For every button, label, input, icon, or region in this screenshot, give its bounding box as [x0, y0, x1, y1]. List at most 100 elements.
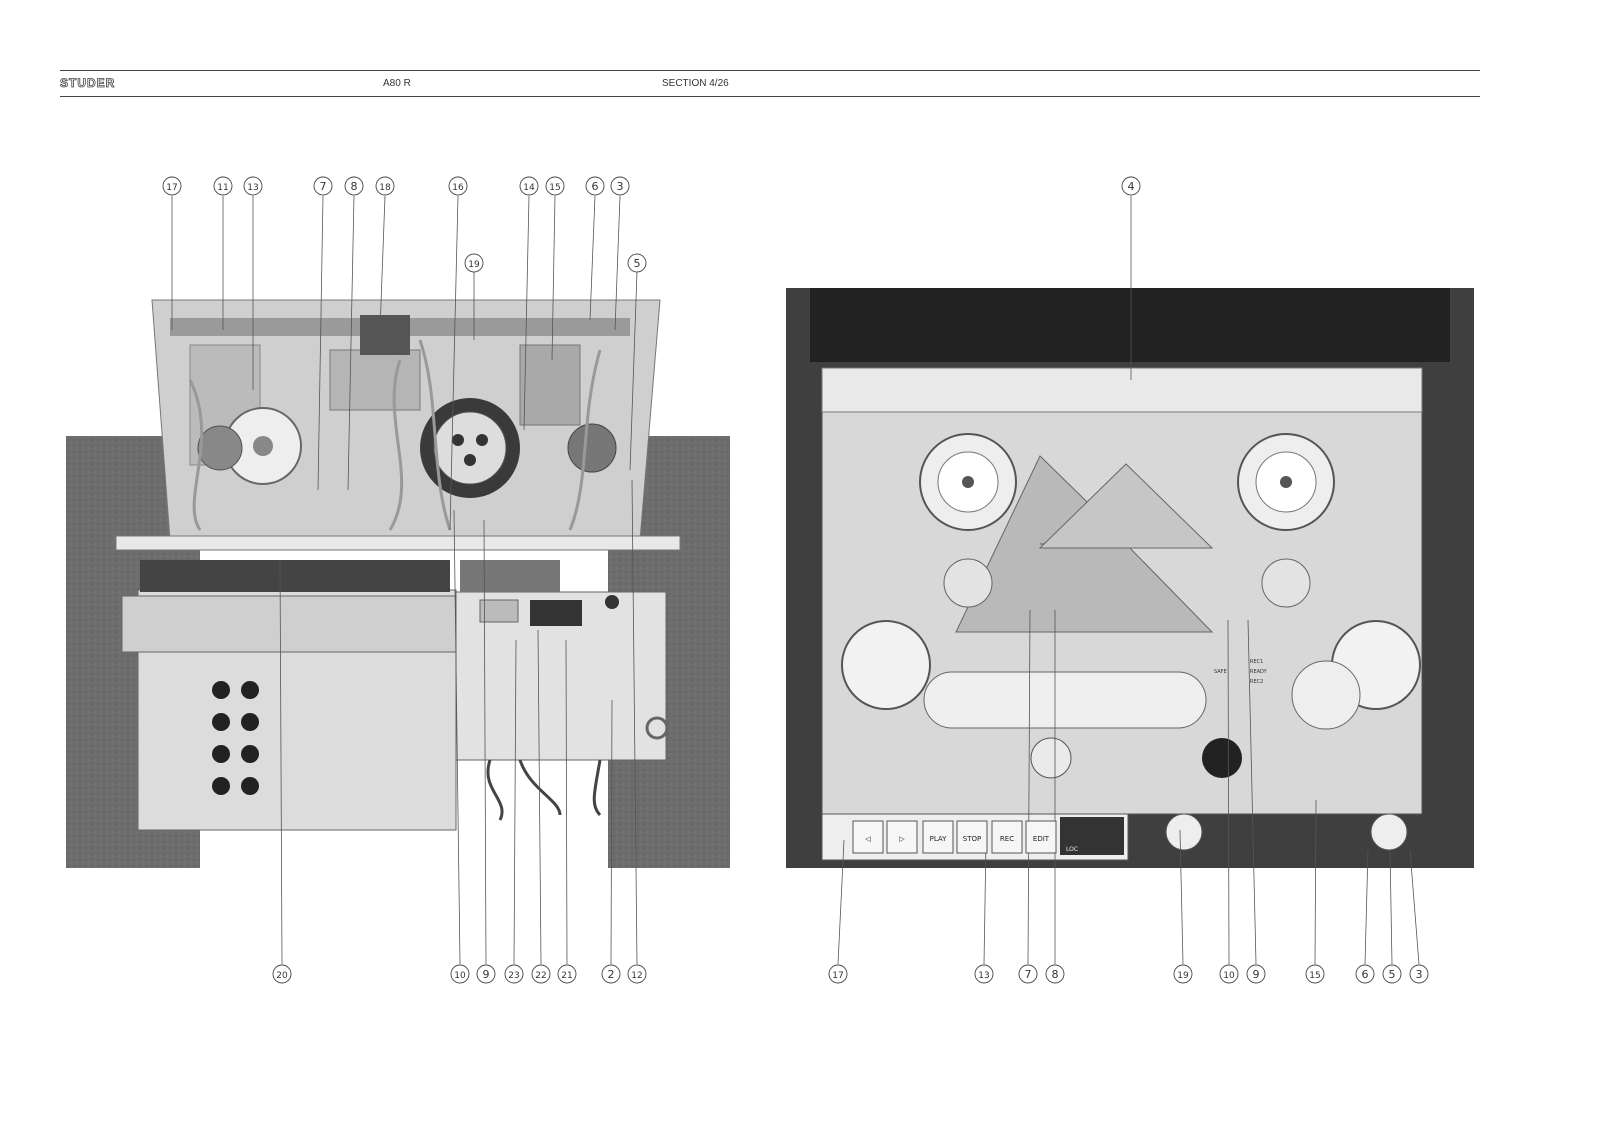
- svg-text:19: 19: [1177, 971, 1189, 981]
- left-top-callout-8: 8: [344, 176, 364, 196]
- svg-text:23: 23: [508, 971, 519, 981]
- svg-text:LOC: LOC: [1066, 846, 1078, 853]
- right-bottom-callout-13: 13: [974, 964, 994, 984]
- left-mid-callout-19: 19: [464, 253, 484, 273]
- svg-text:21: 21: [561, 971, 572, 981]
- right-bottom-callout-6: 6: [1355, 964, 1375, 984]
- cable-bundle: [486, 759, 602, 821]
- left-top-callout-13: 13: [243, 176, 263, 196]
- svg-text:STOP: STOP: [963, 835, 981, 843]
- right-bottom-callout-15: 15: [1305, 964, 1325, 984]
- right-bottom-callout-5: 5: [1382, 964, 1402, 984]
- svg-text:19: 19: [468, 260, 480, 270]
- left-leader-lines: [171, 195, 638, 965]
- svg-text:17: 17: [166, 183, 177, 193]
- indicator-label-rec1: REC1: [1250, 659, 1263, 665]
- svg-text:20: 20: [276, 971, 288, 981]
- right-bottom-callout-3: 3: [1409, 964, 1429, 984]
- left-reel-table: [919, 433, 1017, 531]
- svg-text:16: 16: [452, 183, 464, 193]
- svg-text:3: 3: [1416, 968, 1423, 981]
- left-bottom-callout-10: 10: [450, 964, 470, 984]
- svg-text:5: 5: [634, 257, 641, 270]
- right-reel-table: [1237, 433, 1335, 531]
- varispeed-knob: [1165, 813, 1408, 851]
- svg-text:12: 12: [631, 971, 642, 981]
- svg-text:5: 5: [1389, 968, 1396, 981]
- svg-text:9: 9: [1253, 968, 1260, 981]
- left-mid-callout-5: 5: [627, 253, 647, 273]
- svg-text:7: 7: [320, 180, 327, 193]
- left-bottom-callout-2: 2: [601, 964, 621, 984]
- svg-text:9: 9: [483, 968, 490, 981]
- svg-text:3: 3: [617, 180, 624, 193]
- left-top-callout-16: 16: [448, 176, 468, 196]
- svg-text:11: 11: [217, 183, 228, 193]
- left-top-callout-6: 6: [585, 176, 605, 196]
- svg-text:14: 14: [523, 183, 535, 193]
- svg-text:2: 2: [608, 968, 615, 981]
- right-bottom-callout-19: 19: [1173, 964, 1193, 984]
- tape-counter: LOC: [1060, 817, 1124, 855]
- right-top-callout-4: 4: [1121, 176, 1141, 196]
- svg-text:8: 8: [1052, 968, 1059, 981]
- right-bottom-callout-7: 7: [1018, 964, 1038, 984]
- left-bottom-callout-9: 9: [476, 964, 496, 984]
- brand-logo: STUDER: [60, 76, 116, 91]
- svg-text:◁: ◁: [865, 835, 871, 843]
- tension-arm-rollers: [841, 558, 1421, 730]
- capstan-pinch-roller: [1030, 737, 1242, 779]
- transport-button-1: ▷: [886, 820, 918, 854]
- left-top-callout-14: 14: [519, 176, 539, 196]
- left-top-callout-11: 11: [213, 176, 233, 196]
- head-cover: [923, 671, 1207, 729]
- svg-text:▷: ▷: [899, 835, 905, 843]
- svg-text:PLAY: PLAY: [930, 835, 948, 843]
- svg-text:15: 15: [549, 183, 560, 193]
- left-top-callout-18: 18: [375, 176, 395, 196]
- svg-text:13: 13: [247, 183, 258, 193]
- left-bottom-callout-21: 21: [557, 964, 577, 984]
- svg-text:REC: REC: [1000, 835, 1014, 843]
- svg-text:10: 10: [1223, 971, 1235, 981]
- model-label: A80 R: [383, 78, 411, 89]
- svg-text:18: 18: [379, 183, 391, 193]
- left-top-callout-3: 3: [610, 176, 630, 196]
- control-electronics-box: [455, 560, 669, 761]
- indicator-label-rec2: REC2: [1250, 679, 1263, 685]
- supply-reel-hub: [224, 407, 302, 485]
- transport-button-5: EDIT: [1025, 820, 1057, 854]
- left-top-callout-17: 17: [162, 176, 182, 196]
- svg-text:10: 10: [454, 971, 466, 981]
- svg-text:8: 8: [351, 180, 358, 193]
- svg-text:15: 15: [1309, 971, 1320, 981]
- svg-text:22: 22: [535, 971, 546, 981]
- wiring-harness: [188, 339, 602, 531]
- header-top-rule: [60, 70, 1480, 71]
- transport-button-3: STOP: [956, 820, 988, 854]
- left-bottom-callout-12: 12: [627, 964, 647, 984]
- transport-button-0: ◁: [852, 820, 884, 854]
- header-bottom-rule: [60, 96, 1480, 97]
- transport-button-4: REC: [991, 820, 1023, 854]
- left-top-callout-15: 15: [545, 176, 565, 196]
- right-leader-lines: [837, 196, 1420, 965]
- left-bottom-callout-20: 20: [272, 964, 292, 984]
- deck-shelf: [115, 535, 681, 551]
- right-bottom-callout-9: 9: [1246, 964, 1266, 984]
- transport-deckplate: [821, 367, 1423, 815]
- svg-text:EDIT: EDIT: [1033, 835, 1050, 843]
- left-top-callout-7: 7: [313, 176, 333, 196]
- svg-text:6: 6: [1362, 968, 1369, 981]
- right-bottom-callout-17: 17: [828, 964, 848, 984]
- left-bottom-callout-23: 23: [504, 964, 524, 984]
- right-reel-motor: [197, 423, 617, 473]
- left-bottom-callout-22: 22: [531, 964, 551, 984]
- transport-button-2: PLAY: [922, 820, 954, 854]
- svg-text:6: 6: [592, 180, 599, 193]
- right-bottom-callout-8: 8: [1045, 964, 1065, 984]
- section-label: SECTION 4/26: [662, 78, 729, 89]
